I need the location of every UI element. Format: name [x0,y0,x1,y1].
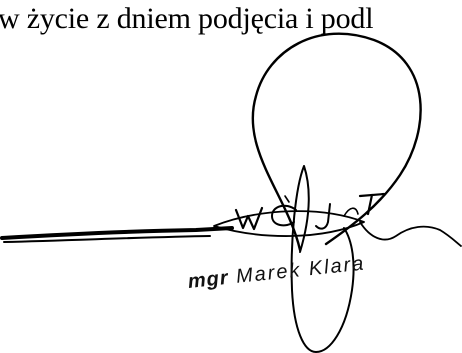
signature-tail-stroke [359,221,462,247]
signer-title: mgr [186,266,230,293]
signature-vertical-loop [290,165,355,353]
signature-letter-w [234,206,264,231]
document-text-line: w życie z dniem podjęcia i podl [0,2,374,35]
signature-letter-t [358,192,386,216]
signature-horizontal-stroke [0,226,234,240]
signature-loop-stroke [251,32,422,252]
signature-letter-g [271,204,297,227]
signature-letter-j [315,203,331,230]
